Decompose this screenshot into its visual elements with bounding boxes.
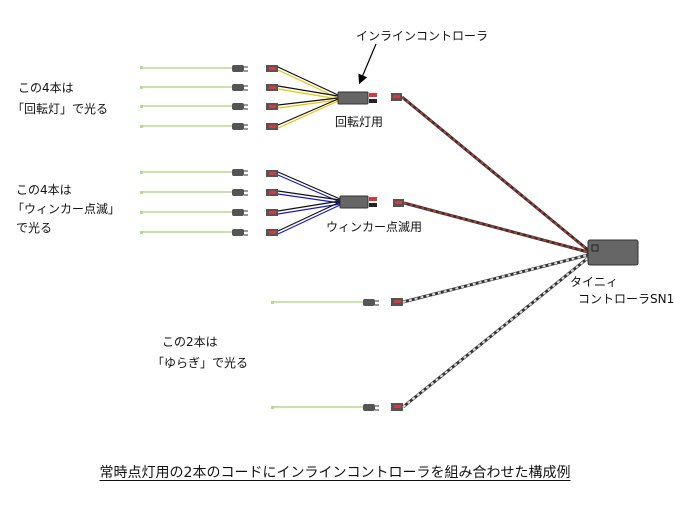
group-rotating-leds xyxy=(140,65,402,130)
led-lead-7 xyxy=(140,209,248,216)
group-flicker-label: この2本は 「ゆらぎ」で光る xyxy=(152,334,248,372)
group-rotating-label: この4本は 「回転灯」で光る xyxy=(12,80,108,118)
led-lead-1 xyxy=(140,65,248,72)
blinker-harness xyxy=(277,171,341,235)
group-flicker-leds xyxy=(271,298,403,411)
group-blinker-leds xyxy=(140,169,404,236)
main-cables xyxy=(401,95,589,409)
led-lead-10 xyxy=(271,404,379,411)
rotating-harness xyxy=(277,66,339,129)
tiny-controller-label: タイニィ コントローラSN1 xyxy=(570,274,674,308)
tiny-controller-switch xyxy=(591,244,599,252)
led-lead-6 xyxy=(140,189,248,196)
led-lead-2 xyxy=(140,84,248,91)
inline-controller-rotating xyxy=(337,91,369,105)
callout-arrow xyxy=(358,43,377,85)
controller-rotating-label: 回転灯用 xyxy=(335,115,384,129)
group-blinker-line-3: で光る xyxy=(16,221,53,235)
controller-blinker-label: ウィンカー点滅用 xyxy=(326,220,423,234)
inline-controller-callout: インラインコントローラ xyxy=(356,29,489,43)
led-lead-9 xyxy=(271,299,379,306)
led-lead-4 xyxy=(140,123,248,130)
led-lead-8 xyxy=(140,229,248,236)
group-blinker-label: この4本は 「ウィンカー点滅」 で光る xyxy=(12,182,120,237)
tiny-controller-line-1: タイニィ xyxy=(570,275,619,289)
group-blinker-line-2: 「ウィンカー点滅」 xyxy=(12,202,121,216)
inline-controller-blinker xyxy=(339,195,369,209)
led-lead-3 xyxy=(140,103,248,110)
led-lead-5 xyxy=(140,169,248,176)
caption-text: 常時点灯用の2本のコードにインラインコントローラを組み合わせた構成例 xyxy=(99,465,571,481)
group-flicker-line-2: 「ゆらぎ」で光る xyxy=(152,356,249,370)
group-blinker-line-1: この4本は xyxy=(16,183,72,197)
tiny-controller-box xyxy=(587,239,639,266)
group-rotating-line-1: この4本は xyxy=(18,81,74,95)
group-flicker-line-1: この2本は xyxy=(162,335,218,349)
tiny-controller-line-2: コントローラSN1 xyxy=(578,292,674,306)
diagram-caption: 常時点灯用の2本のコードにインラインコントローラを組み合わせた構成例 xyxy=(0,462,670,482)
group-rotating-line-2: 「回転灯」で光る xyxy=(12,102,109,116)
